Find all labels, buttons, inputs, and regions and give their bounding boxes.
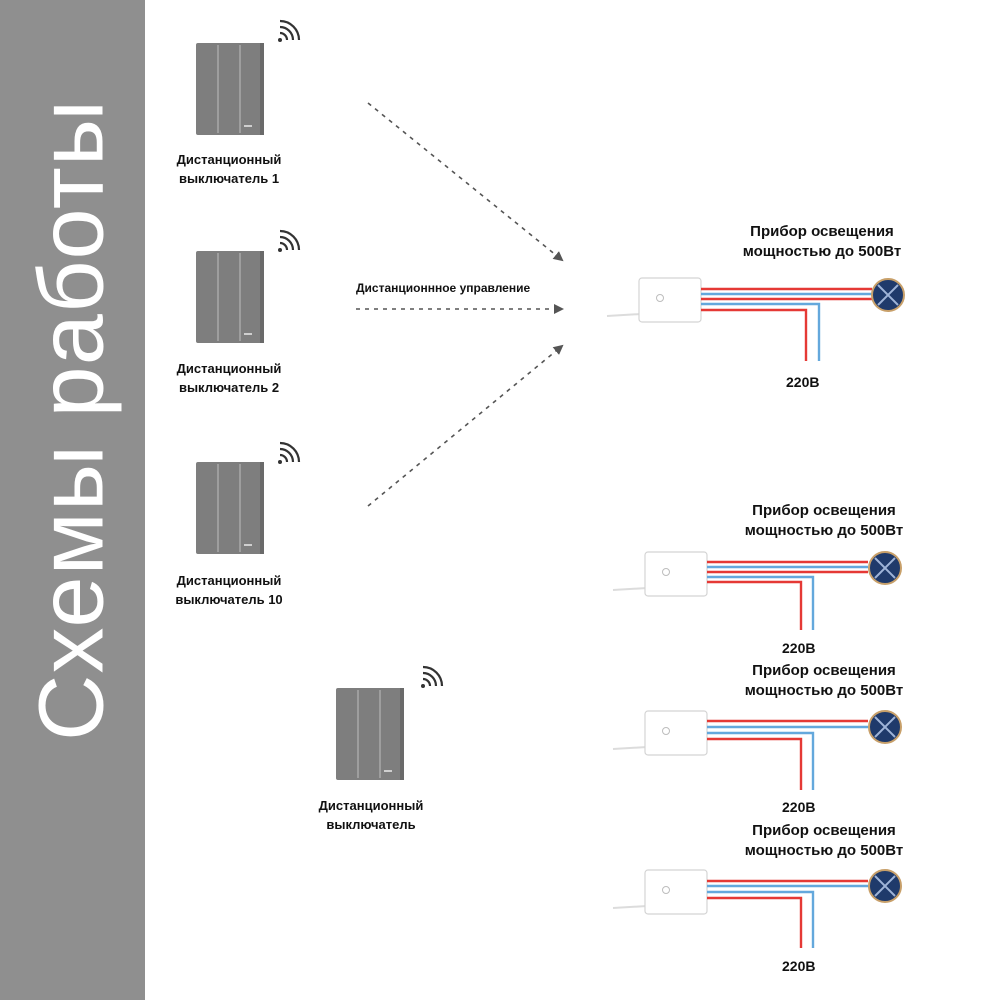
remote-arrows (356, 102, 564, 507)
circuit-4 (612, 869, 902, 948)
wifi-signal-icon (276, 441, 301, 466)
circuit-3 (612, 710, 902, 790)
voltage-3-label: 220В (782, 799, 816, 815)
voltage-1-label: 220В (786, 374, 820, 390)
receiver-module-icon (612, 869, 708, 915)
voltage-2-label: 220В (782, 640, 816, 656)
voltage-4-label: 220В (782, 958, 816, 974)
receiver-module-icon (606, 277, 702, 323)
side-band (0, 0, 145, 1000)
lamp-icon (871, 278, 905, 312)
wifi-signal-icon (419, 665, 444, 690)
switch-single (335, 687, 405, 781)
switch-1 (195, 42, 265, 136)
circuit-2 (612, 551, 902, 630)
wifi-signal-icon (276, 19, 301, 44)
lamp-icon (868, 869, 902, 903)
switch-10 (195, 461, 265, 555)
receiver-module-icon (612, 710, 708, 756)
circuit-1 (606, 277, 905, 361)
switch-2 (195, 250, 265, 344)
lamp-icon (868, 710, 902, 744)
wifi-signal-icon (276, 229, 301, 254)
remote-control-label: Дистанционнное управление (356, 281, 531, 295)
lamp-icon (868, 551, 902, 585)
receiver-module-icon (612, 551, 708, 597)
